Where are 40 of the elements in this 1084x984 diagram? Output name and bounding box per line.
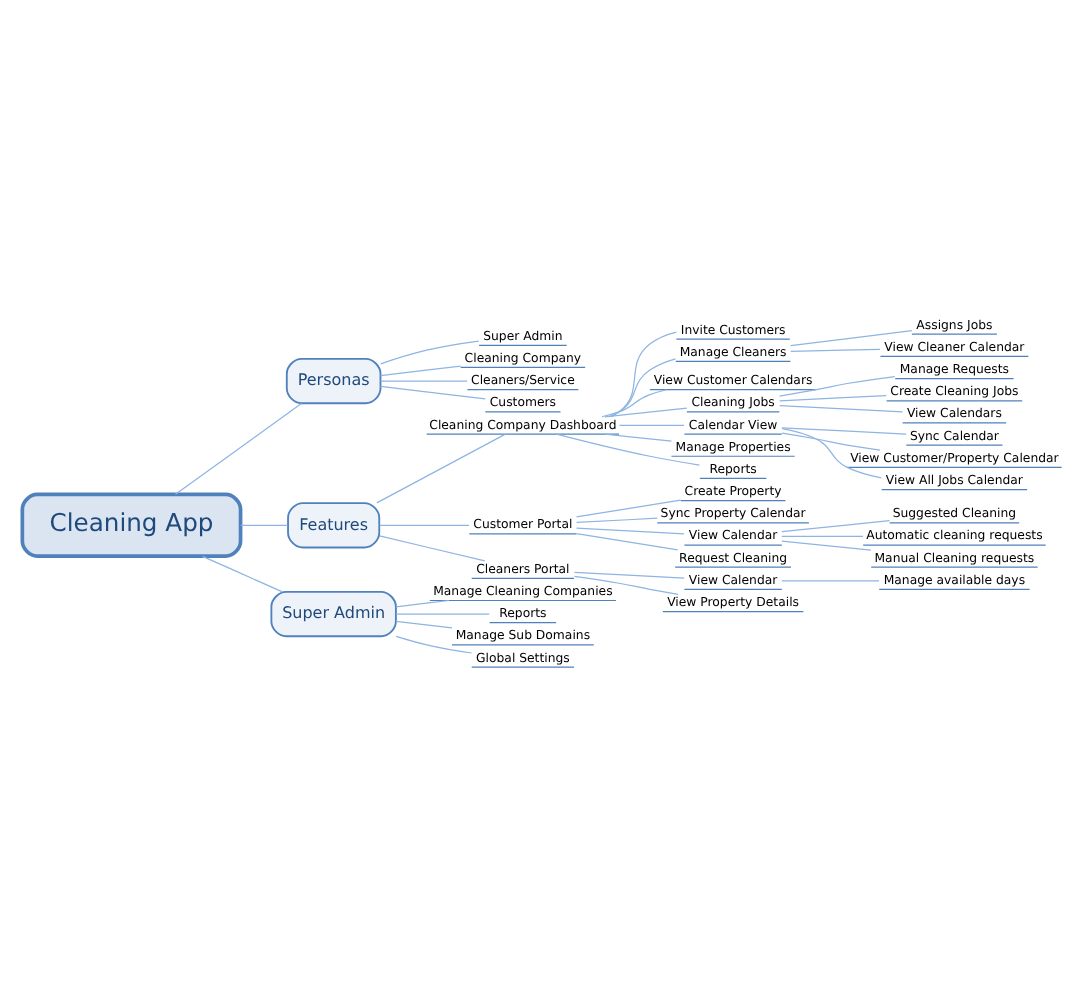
connector <box>781 427 882 479</box>
connector <box>575 499 682 518</box>
connector <box>778 376 896 397</box>
connector <box>575 533 679 551</box>
connector <box>379 385 486 400</box>
connector <box>779 394 887 402</box>
connector <box>575 527 685 535</box>
connector <box>604 407 688 418</box>
node-box: Cleaning App <box>20 492 243 558</box>
connector <box>781 535 864 537</box>
connector <box>395 620 453 629</box>
connector <box>395 635 473 654</box>
connector <box>781 580 880 582</box>
connector <box>781 432 881 451</box>
connector <box>779 404 904 413</box>
connector <box>609 358 677 418</box>
connector <box>376 433 507 504</box>
connector <box>790 330 913 347</box>
connector <box>573 571 685 579</box>
connector <box>781 540 872 551</box>
connector <box>380 340 480 365</box>
connector <box>618 424 685 427</box>
connector <box>781 427 907 435</box>
connector <box>379 380 468 382</box>
connector <box>575 517 658 524</box>
connector <box>379 365 462 377</box>
connector <box>573 575 679 595</box>
connector <box>610 331 677 418</box>
connector <box>781 520 891 533</box>
connector <box>395 599 450 608</box>
connector <box>395 613 490 615</box>
connector <box>174 402 302 495</box>
connector <box>604 433 673 442</box>
connector <box>201 555 284 593</box>
connector <box>601 389 668 418</box>
connector <box>555 433 701 466</box>
connector <box>379 524 470 526</box>
connector <box>379 535 486 562</box>
connector <box>790 348 881 353</box>
connector <box>240 524 289 526</box>
